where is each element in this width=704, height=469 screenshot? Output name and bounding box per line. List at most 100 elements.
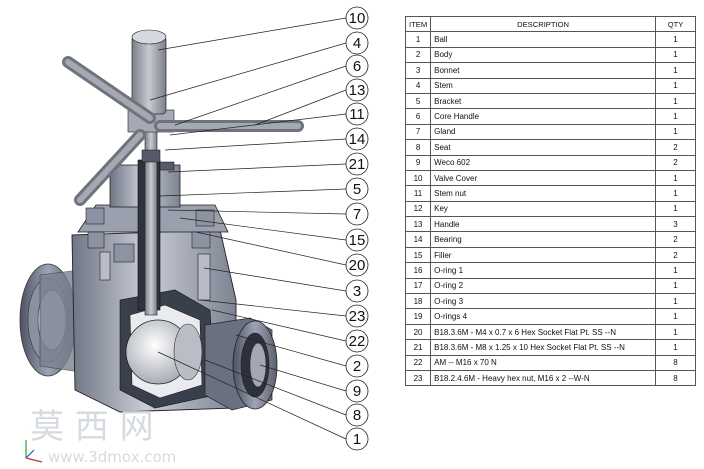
- cell-description: Bearing: [430, 231, 656, 248]
- callout-balloon: [345, 31, 369, 55]
- cell-description: Stem nut: [430, 185, 656, 202]
- cell-description: Weco 602: [430, 154, 656, 171]
- cell-description: Body: [430, 46, 656, 64]
- cell-item: 11: [404, 185, 432, 202]
- callout-number: 15: [349, 232, 366, 249]
- header-item: ITEM: [404, 15, 432, 33]
- leader-line: [167, 209, 347, 215]
- cell-qty: 1: [655, 277, 696, 295]
- cell-item: 9: [404, 154, 432, 171]
- callout-balloon: [345, 152, 369, 176]
- cell-qty: 1: [655, 293, 696, 310]
- cell-item: 6: [404, 108, 432, 125]
- cell-item: 1: [404, 31, 432, 48]
- right-flange: [204, 317, 278, 411]
- leader-line: [199, 299, 347, 317]
- cell-qty: 1: [655, 323, 696, 341]
- callout-balloon: [345, 427, 369, 451]
- callout-number: 2: [353, 358, 361, 375]
- cell-description: Key: [430, 200, 656, 218]
- cell-description: Seat: [430, 139, 656, 156]
- cell-item: 13: [404, 216, 432, 233]
- callout-number: 8: [353, 407, 361, 424]
- callout-balloon: [345, 127, 369, 151]
- cell-qty: 1: [655, 185, 696, 202]
- leader-line: [179, 217, 347, 241]
- cell-qty: 1: [655, 339, 696, 356]
- callout-number: 9: [353, 383, 361, 400]
- cell-qty: 1: [655, 108, 696, 125]
- cell-qty: 2: [655, 246, 696, 264]
- callout-balloon: [345, 177, 369, 201]
- leader-line: [195, 231, 347, 266]
- leader-line: [204, 359, 347, 416]
- callout-balloon: [345, 228, 369, 252]
- cell-qty: 1: [655, 92, 696, 110]
- leader-line: [203, 267, 347, 292]
- cell-description: Core Handle: [430, 108, 656, 125]
- axis-triad-icon: [25, 440, 43, 463]
- cell-qty: 1: [655, 262, 696, 279]
- callout-number: 20: [349, 257, 366, 274]
- callout-number: 21: [349, 156, 366, 173]
- cell-item: 18: [404, 293, 432, 310]
- cell-qty: 1: [655, 200, 696, 218]
- watermark-url: www.3dmox.com: [48, 448, 176, 466]
- leader-lines: [149, 17, 347, 440]
- handles: [62, 56, 304, 206]
- callout-number: 3: [353, 283, 361, 300]
- callout-number: 14: [349, 131, 366, 148]
- cell-qty: 8: [655, 369, 696, 387]
- cell-qty: 2: [655, 231, 696, 248]
- leader-line: [157, 351, 347, 440]
- cell-description: O-rings 4: [430, 308, 656, 325]
- cell-item: 15: [404, 246, 432, 264]
- cell-description: B18.3.6M - M4 x 0.7 x 6 Hex Socket Flat …: [430, 323, 656, 341]
- leader-line: [235, 334, 347, 367]
- header-qty: QTY: [655, 15, 696, 33]
- cell-item: 22: [404, 354, 432, 371]
- leader-line: [157, 17, 347, 51]
- cell-description: Valve Cover: [430, 169, 656, 187]
- callout-balloon: [345, 329, 369, 353]
- cell-qty: 1: [655, 77, 696, 94]
- leader-line: [174, 65, 347, 126]
- cell-qty: 1: [655, 308, 696, 325]
- cell-description: O-ring 3: [430, 293, 656, 310]
- parts-table-header: ITEM DESCRIPTION QTY: [404, 15, 696, 33]
- callout-number: 1: [353, 431, 361, 448]
- cell-item: 2: [404, 46, 432, 64]
- callout-number: 5: [353, 181, 361, 198]
- cell-description: O-ring 2: [430, 277, 656, 295]
- watermark: 莫 西 网 www.3dmox.com: [30, 407, 176, 466]
- cell-qty: 1: [655, 31, 696, 48]
- callout-number: 11: [349, 106, 365, 123]
- cell-item: 16: [404, 262, 432, 279]
- cell-item: 14: [404, 231, 432, 248]
- cell-item: 7: [404, 123, 432, 141]
- callout-balloon: [345, 279, 369, 303]
- callout-balloon: [345, 253, 369, 277]
- cell-qty: 1: [655, 169, 696, 187]
- bolt-set: [85, 207, 215, 301]
- cell-description: Stem: [430, 77, 656, 94]
- callout-balloon: [345, 403, 369, 427]
- callout-number: 7: [353, 206, 361, 223]
